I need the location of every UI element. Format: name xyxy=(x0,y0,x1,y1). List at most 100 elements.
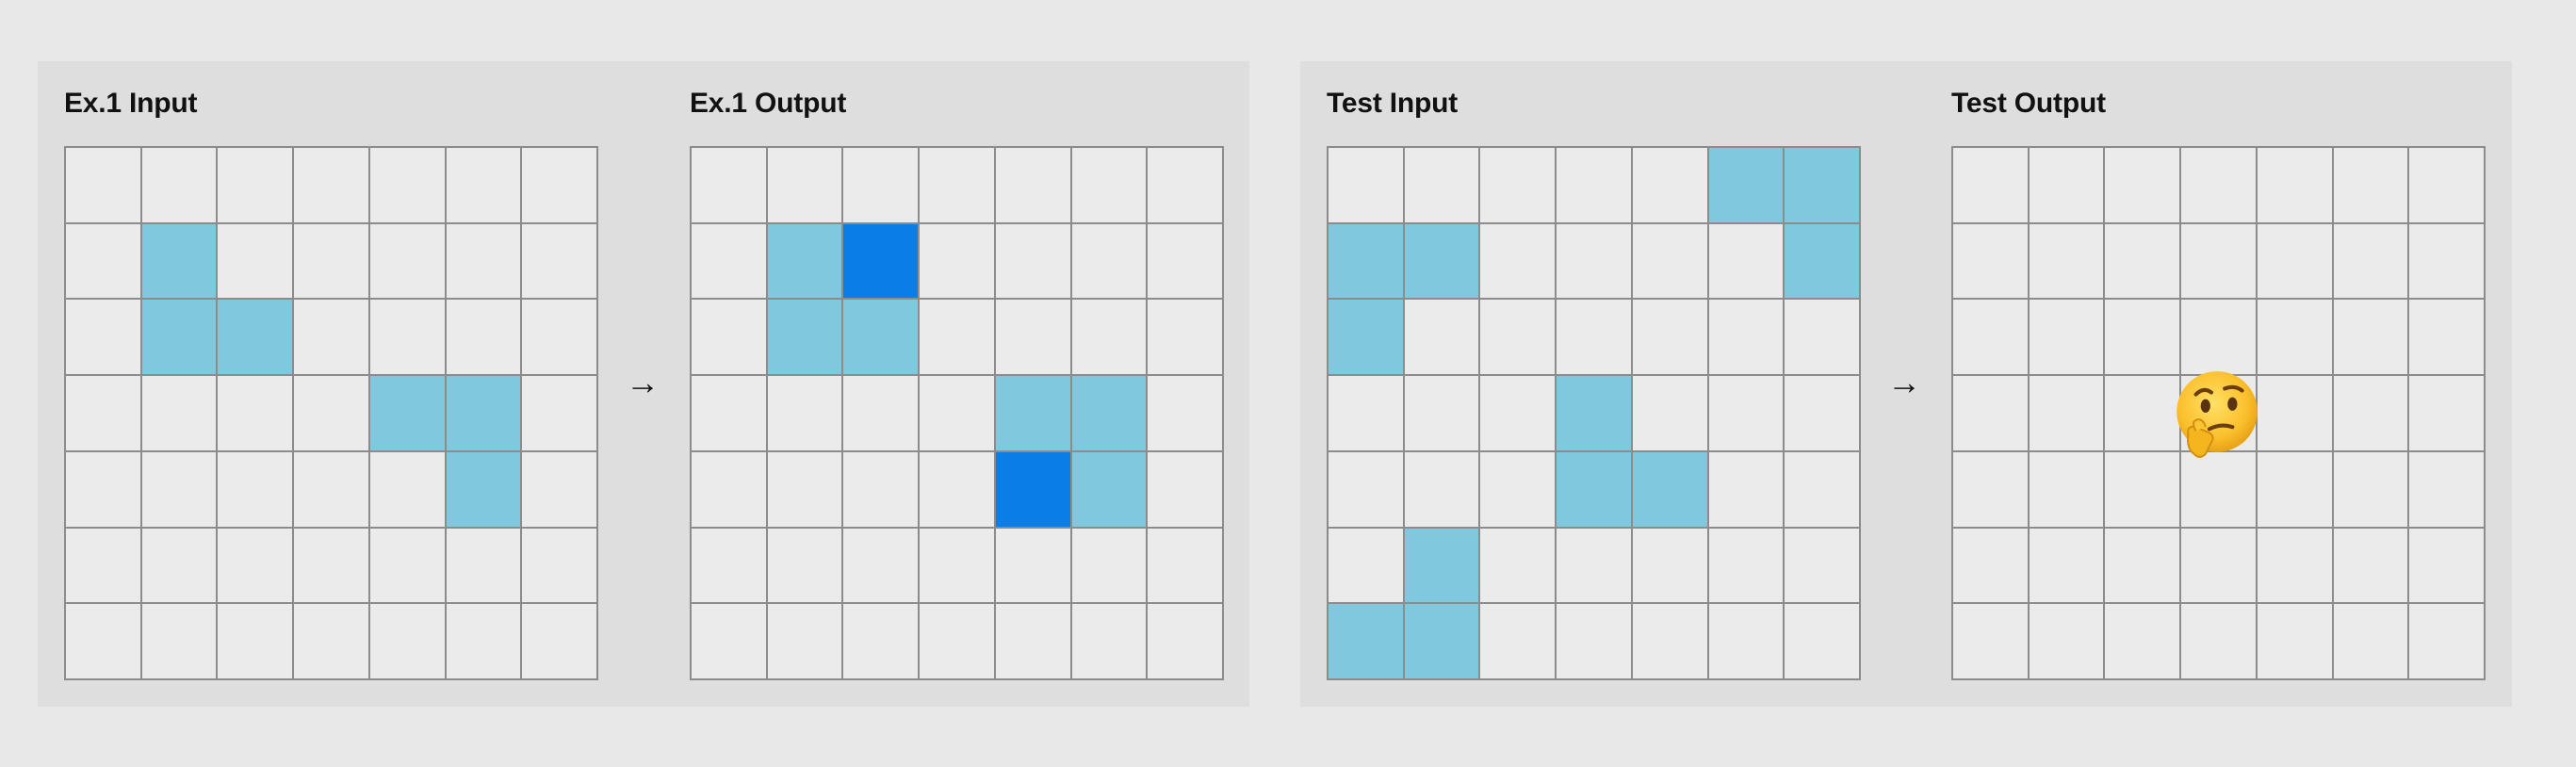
grid-cell xyxy=(1557,376,1631,450)
grid-cell xyxy=(692,376,766,450)
grid-cell xyxy=(2029,148,2104,222)
ex1-output-grid xyxy=(690,146,1224,680)
grid-cell xyxy=(2105,223,2180,299)
grid-cell xyxy=(2257,604,2332,678)
grid-cell xyxy=(1329,376,1403,450)
grid-cell xyxy=(692,148,766,222)
grid-cell xyxy=(141,223,217,299)
grid-cell xyxy=(218,148,293,222)
grid-cell xyxy=(218,376,293,450)
grid-cell xyxy=(2029,528,2104,603)
grid-cell xyxy=(692,300,766,375)
grid-cell xyxy=(1329,300,1403,375)
grid-cell xyxy=(446,223,521,299)
grid-cell xyxy=(1071,528,1147,603)
grid-cell xyxy=(1480,223,1556,299)
grid-cell xyxy=(446,451,521,527)
grid-cell xyxy=(2409,528,2484,603)
grid-cell xyxy=(1480,451,1556,527)
arrow-icon: → xyxy=(626,363,660,401)
grid-cell xyxy=(2333,300,2408,375)
grid-cell xyxy=(369,223,445,299)
grid-cell xyxy=(843,376,919,450)
grid-cell xyxy=(995,376,1070,450)
grid-cell xyxy=(66,451,140,527)
grid-cell xyxy=(2409,376,2484,450)
grid-cell xyxy=(767,148,842,222)
grid-cell xyxy=(2409,604,2484,678)
grid-cell xyxy=(1708,148,1784,222)
grid-cell xyxy=(522,148,596,222)
grid-cell xyxy=(141,300,217,375)
grid-cell xyxy=(294,300,368,375)
grid-cell xyxy=(1404,376,1479,450)
grid-cell xyxy=(1785,528,1859,603)
grid-cell xyxy=(995,148,1070,222)
grid-cell xyxy=(1071,604,1147,678)
test-output-grid xyxy=(1951,146,2486,680)
grid-cell xyxy=(995,300,1070,375)
grid-cell xyxy=(1480,528,1556,603)
grid-cell xyxy=(141,604,217,678)
grid-cell xyxy=(1071,451,1147,527)
ex1-output-title: Ex.1 Output xyxy=(690,88,847,119)
grid-cell xyxy=(920,376,994,450)
grid-cell xyxy=(1953,376,2028,450)
grid-cell xyxy=(2029,300,2104,375)
grid-cell xyxy=(767,300,842,375)
grid-cell xyxy=(2257,300,2332,375)
grid-cell xyxy=(1404,451,1479,527)
test-output-title: Test Output xyxy=(1951,88,2106,119)
grid-cell xyxy=(1953,223,2028,299)
grid-cell xyxy=(995,223,1070,299)
grid-cell xyxy=(141,148,217,222)
grid-cell xyxy=(843,148,919,222)
grid-cell xyxy=(522,300,596,375)
grid-cell xyxy=(1708,223,1784,299)
grid-cell xyxy=(2105,451,2180,527)
grid-cell xyxy=(1557,528,1631,603)
grid-cell xyxy=(446,300,521,375)
grid-cell xyxy=(1148,604,1222,678)
grid-cell xyxy=(2257,223,2332,299)
grid-cell xyxy=(2029,376,2104,450)
grid-cell xyxy=(446,528,521,603)
grid-cell xyxy=(2105,376,2180,450)
grid-cell xyxy=(1404,300,1479,375)
grid-cell xyxy=(1632,604,1707,678)
grid-cell xyxy=(2181,148,2256,222)
grid-cell xyxy=(369,376,445,450)
grid-cell xyxy=(1071,223,1147,299)
grid-cell xyxy=(2181,528,2256,603)
grid-cell xyxy=(522,528,596,603)
grid-cell xyxy=(522,223,596,299)
grid-cell xyxy=(2181,300,2256,375)
grid-cell xyxy=(1329,451,1403,527)
grid-cell xyxy=(369,300,445,375)
grid-cell xyxy=(1480,300,1556,375)
grid-cell xyxy=(2105,300,2180,375)
grid-cell xyxy=(1557,223,1631,299)
grid-cell xyxy=(2333,148,2408,222)
grid-cell xyxy=(369,528,445,603)
grid-cell xyxy=(1632,223,1707,299)
grid-cell xyxy=(1785,148,1859,222)
grid-cell xyxy=(141,451,217,527)
grid-cell xyxy=(218,451,293,527)
grid-cell xyxy=(1329,223,1403,299)
grid-cell xyxy=(2333,451,2408,527)
grid-cell xyxy=(767,528,842,603)
grid-cell xyxy=(995,528,1070,603)
grid-cell xyxy=(2029,223,2104,299)
grid-cell xyxy=(66,528,140,603)
grid-cell xyxy=(218,223,293,299)
grid-cell xyxy=(843,604,919,678)
grid-cell xyxy=(1557,148,1631,222)
grid-cell xyxy=(2333,376,2408,450)
grid-cell xyxy=(1632,300,1707,375)
grid-cell xyxy=(2257,148,2332,222)
grid-cell xyxy=(1404,604,1479,678)
grid-cell xyxy=(522,376,596,450)
grid-cell xyxy=(995,604,1070,678)
grid-cell xyxy=(1953,148,2028,222)
